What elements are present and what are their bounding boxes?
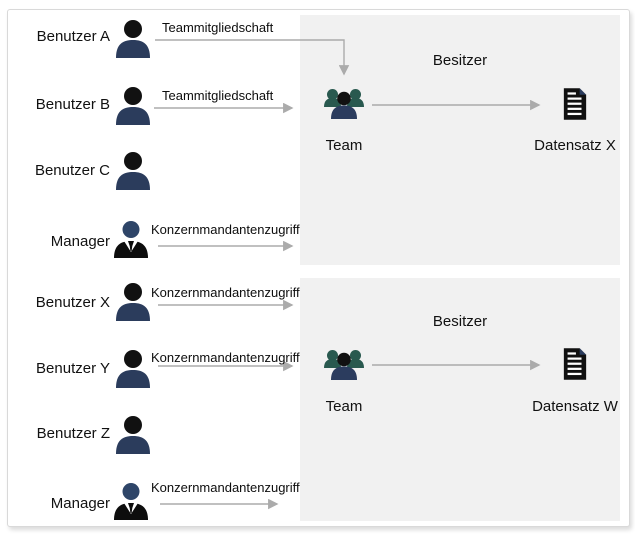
- record-label-datensatz-w: Datensatz W: [532, 398, 618, 415]
- user-icon: [114, 20, 152, 58]
- record-label-datensatz-x: Datensatz X: [534, 137, 616, 154]
- record-icon: [562, 347, 588, 381]
- team-label-2: Team: [325, 398, 363, 415]
- user-icon: [114, 152, 152, 190]
- relation-label-teammitgliedschaft-b: Teammitgliedschaft: [162, 88, 274, 103]
- relation-label-teammitgliedschaft-a: Teammitgliedschaft: [162, 20, 274, 35]
- manager-icon: [112, 482, 150, 520]
- user-label-benutzer-b: Benutzer B: [35, 96, 110, 113]
- team-icon: [324, 347, 364, 385]
- user-label-manager-1: Manager: [50, 233, 110, 250]
- team-icon: [324, 86, 364, 124]
- user-icon: [114, 283, 152, 321]
- user-label-benutzer-y: Benutzer Y: [36, 360, 110, 377]
- record-icon: [562, 87, 588, 121]
- relation-label-konzernmandantenzugriff-1: Konzernmandantenzugriff: [151, 222, 300, 237]
- relation-label-konzernmandantenzugriff-2: Konzernmandantenzugriff: [151, 285, 300, 300]
- team-label-1: Team: [325, 137, 363, 154]
- user-icon: [114, 87, 152, 125]
- user-label-benutzer-c: Benutzer C: [34, 162, 110, 179]
- owner-group-box-1: [300, 15, 620, 265]
- manager-icon: [112, 220, 150, 258]
- relation-label-konzernmandantenzugriff-4: Konzernmandantenzugriff: [151, 480, 300, 495]
- user-label-benutzer-a: Benutzer A: [36, 28, 110, 45]
- user-label-manager-2: Manager: [50, 495, 110, 512]
- owner-group-box-2: [300, 278, 620, 521]
- user-label-benutzer-z: Benutzer Z: [36, 425, 110, 442]
- relation-label-konzernmandantenzugriff-3: Konzernmandantenzugriff: [151, 350, 300, 365]
- owner-title-2: Besitzer: [432, 313, 488, 330]
- user-icon: [114, 416, 152, 454]
- user-label-benutzer-x: Benutzer X: [35, 294, 110, 311]
- user-icon: [114, 350, 152, 388]
- owner-title-1: Besitzer: [432, 52, 488, 69]
